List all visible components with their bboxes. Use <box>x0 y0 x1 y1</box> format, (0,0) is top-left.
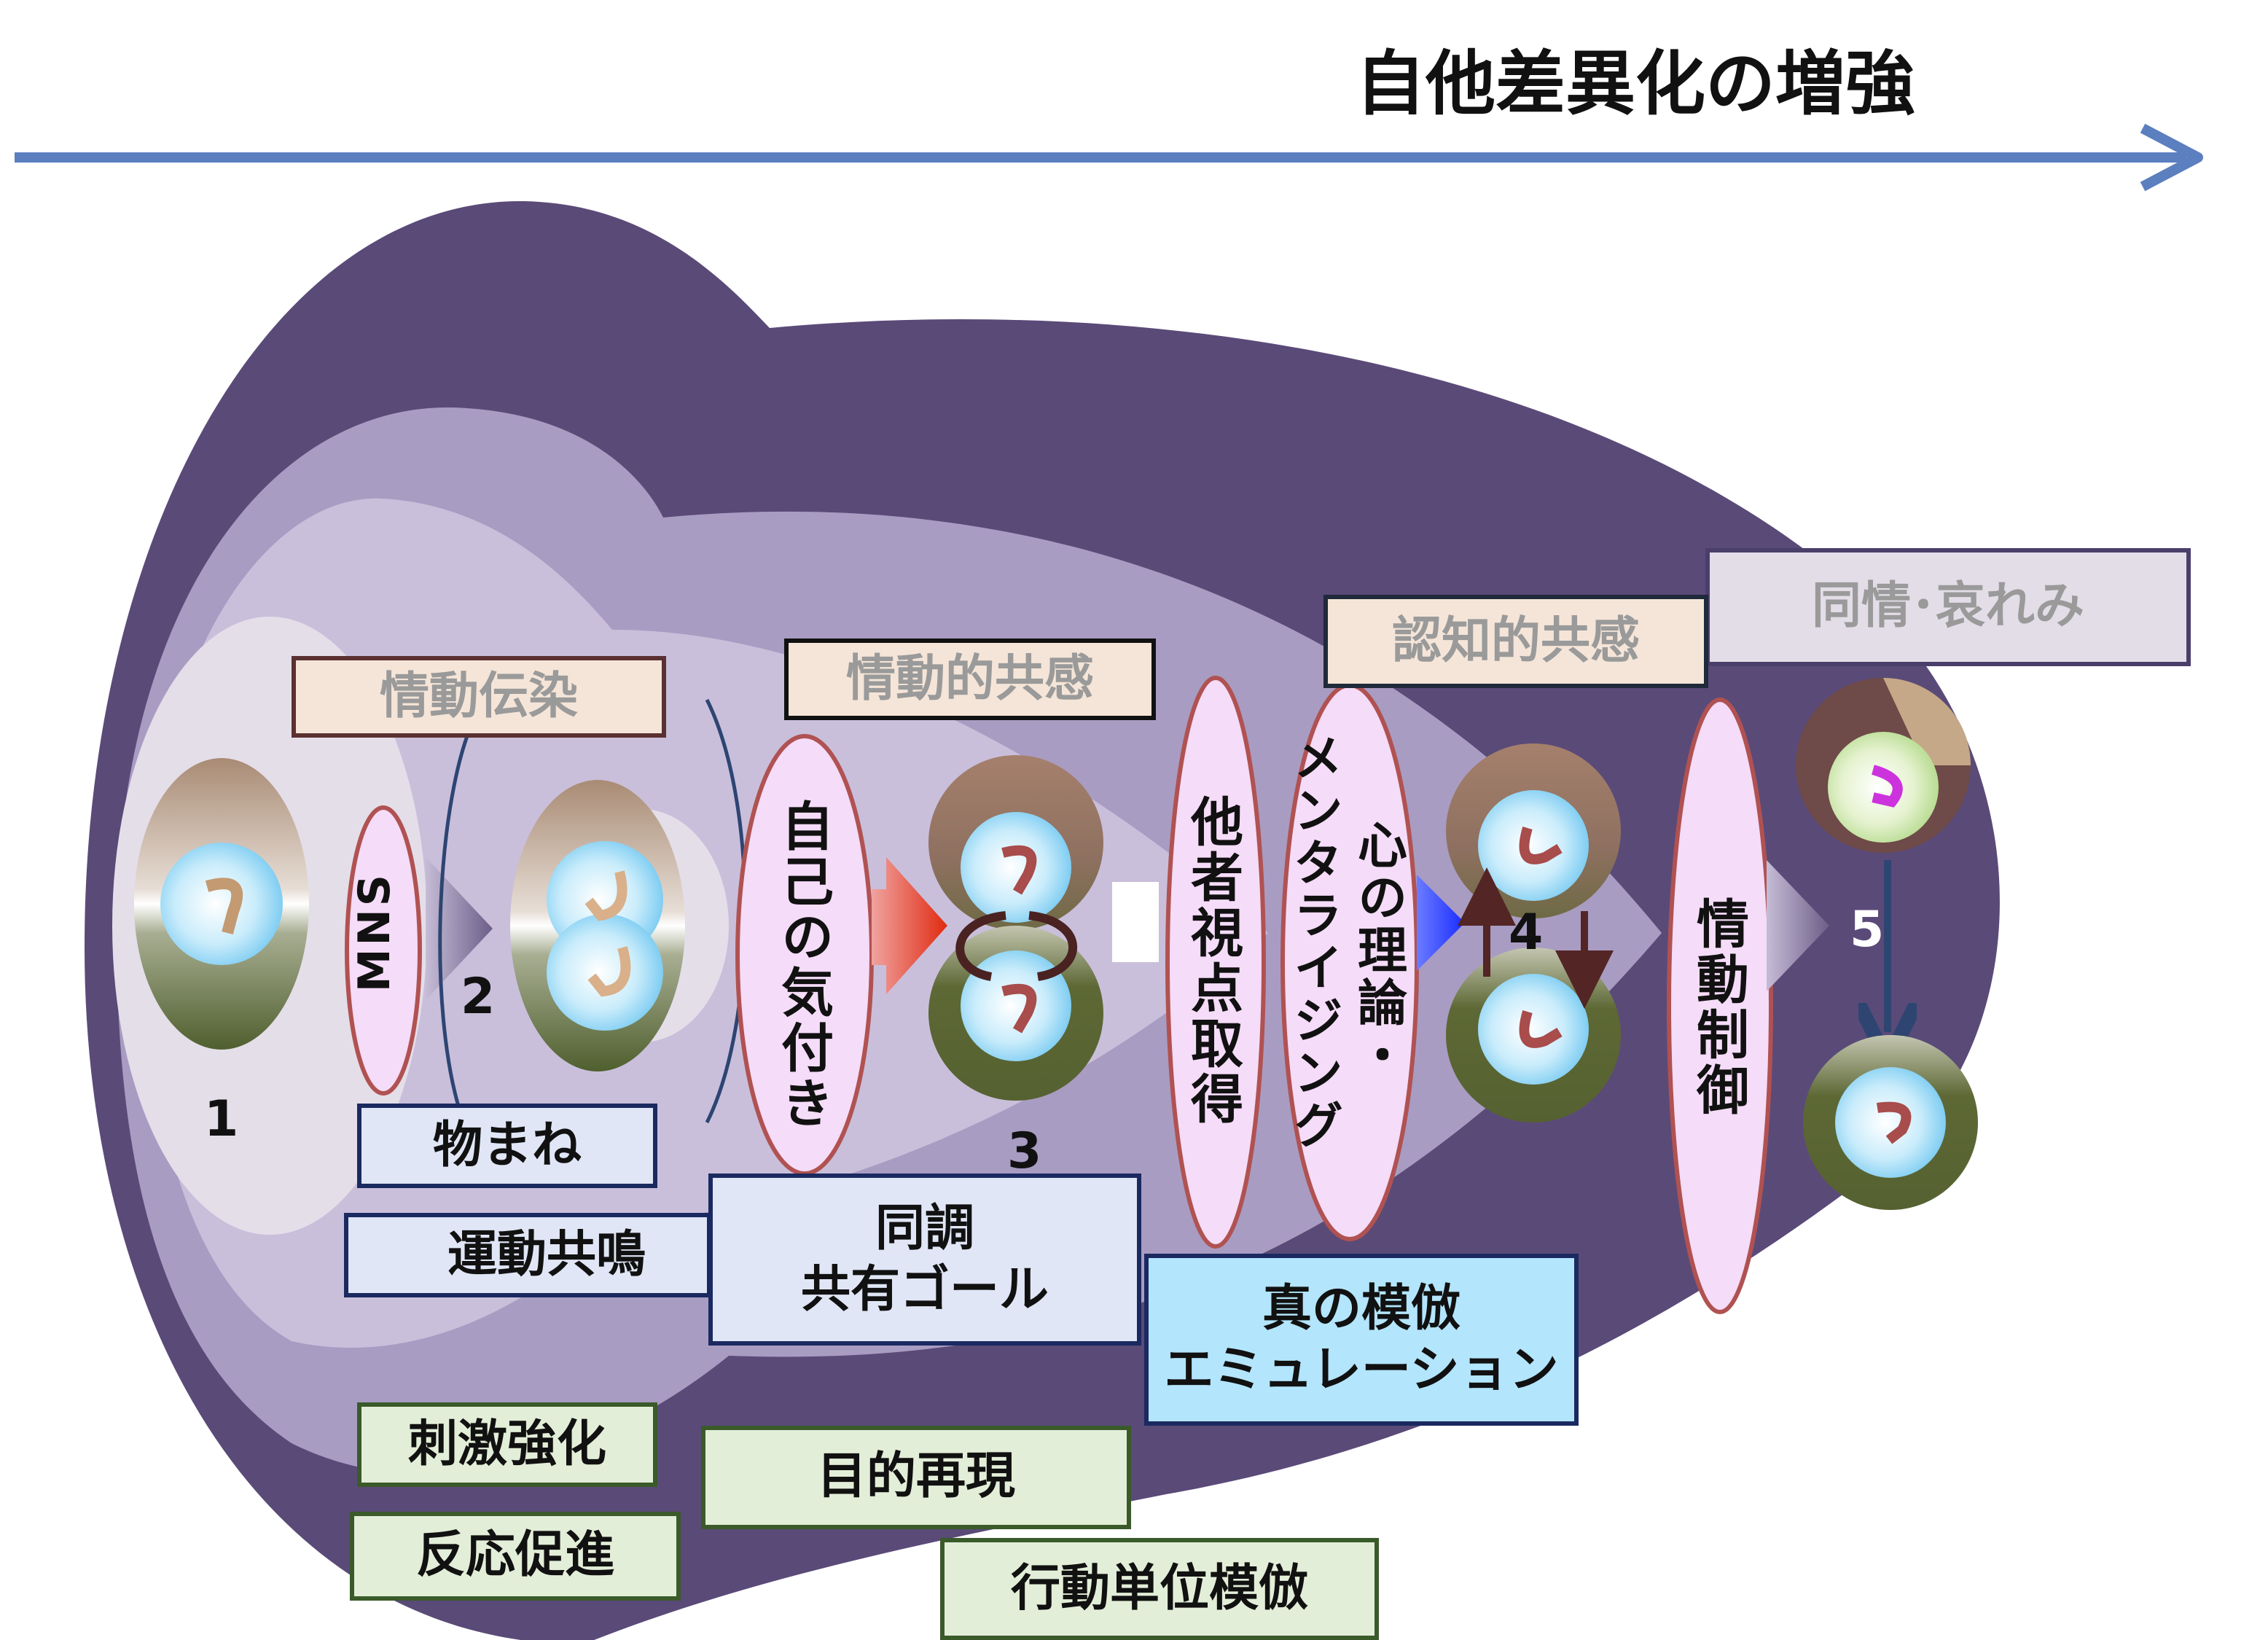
perspective-taking-label: 他者視点取得 <box>1182 794 1242 1127</box>
diagram-title: 自他差異化の増強 <box>1356 44 1916 125</box>
perspective-taking-ellipse <box>1165 676 1266 1249</box>
shared-goal-label: 共有ゴール <box>801 1261 1049 1319</box>
stage-3-self-other <box>928 755 1103 1101</box>
synchrony-shared-goal-box: 同調 共有ゴール <box>708 1174 1141 1346</box>
synchrony-label: 同調 <box>875 1199 974 1257</box>
emotional-empathy-box: 情動的共感 <box>784 639 1156 720</box>
true-imitation-label: 真の模倣 <box>1262 1279 1460 1338</box>
goal-reproduction-box: 目的再現 <box>701 1426 1131 1529</box>
stage-4-self-other <box>1446 743 1621 1122</box>
emotion-regulation-label: 情動制御 <box>1688 897 1748 1118</box>
cognitive-empathy-box: 認知的共感 <box>1323 595 1708 688</box>
stage-5-label: 5 <box>1850 901 1885 959</box>
stage-1-label: 1 <box>204 1090 239 1149</box>
mimicry-box: 物まね <box>357 1104 657 1188</box>
emotion-regulation-ellipse <box>1667 698 1773 1314</box>
white-arrow <box>1112 882 1159 962</box>
true-imitation-emulation-box: 真の模倣 エミュレーション <box>1144 1254 1579 1426</box>
self-awareness-label: 自己の気付き <box>773 799 832 1131</box>
response-facilitation-box: 反応促進 <box>350 1512 681 1601</box>
axis-arrow <box>15 123 2203 192</box>
mimicry-curve-left <box>438 706 483 1131</box>
stage-2-self-other <box>510 780 685 1071</box>
emulation-label: エミュレーション <box>1164 1341 1559 1399</box>
stage-4-label: 4 <box>1509 904 1544 962</box>
mns-ellipse <box>345 805 422 1096</box>
blue-triangle <box>1417 875 1465 971</box>
stage-1-self-other <box>134 758 309 1050</box>
motor-resonance-box: 運動共鳴 <box>344 1213 711 1297</box>
stimulus-enhancement-box: 刺激強化 <box>357 1402 657 1487</box>
stage-2-label: 2 <box>461 968 496 1026</box>
action-unit-imitation-box: 行動単位模倣 <box>940 1538 1379 1640</box>
stage-5-self-other <box>1796 678 1978 1210</box>
mentalizing-label: メンタライジング <box>1284 732 1342 1152</box>
stage-3-label: 3 <box>1007 1122 1042 1181</box>
gray-triangle-2 <box>1767 860 1829 991</box>
red-arrow <box>872 857 947 994</box>
sympathy-box: 同情･哀れみ <box>1705 548 2191 666</box>
mns-label: MNS <box>350 872 401 993</box>
theory-of-mind-label: 心の理論・ <box>1348 819 1407 1082</box>
emotional-contagion-box: 情動伝染 <box>292 656 666 738</box>
